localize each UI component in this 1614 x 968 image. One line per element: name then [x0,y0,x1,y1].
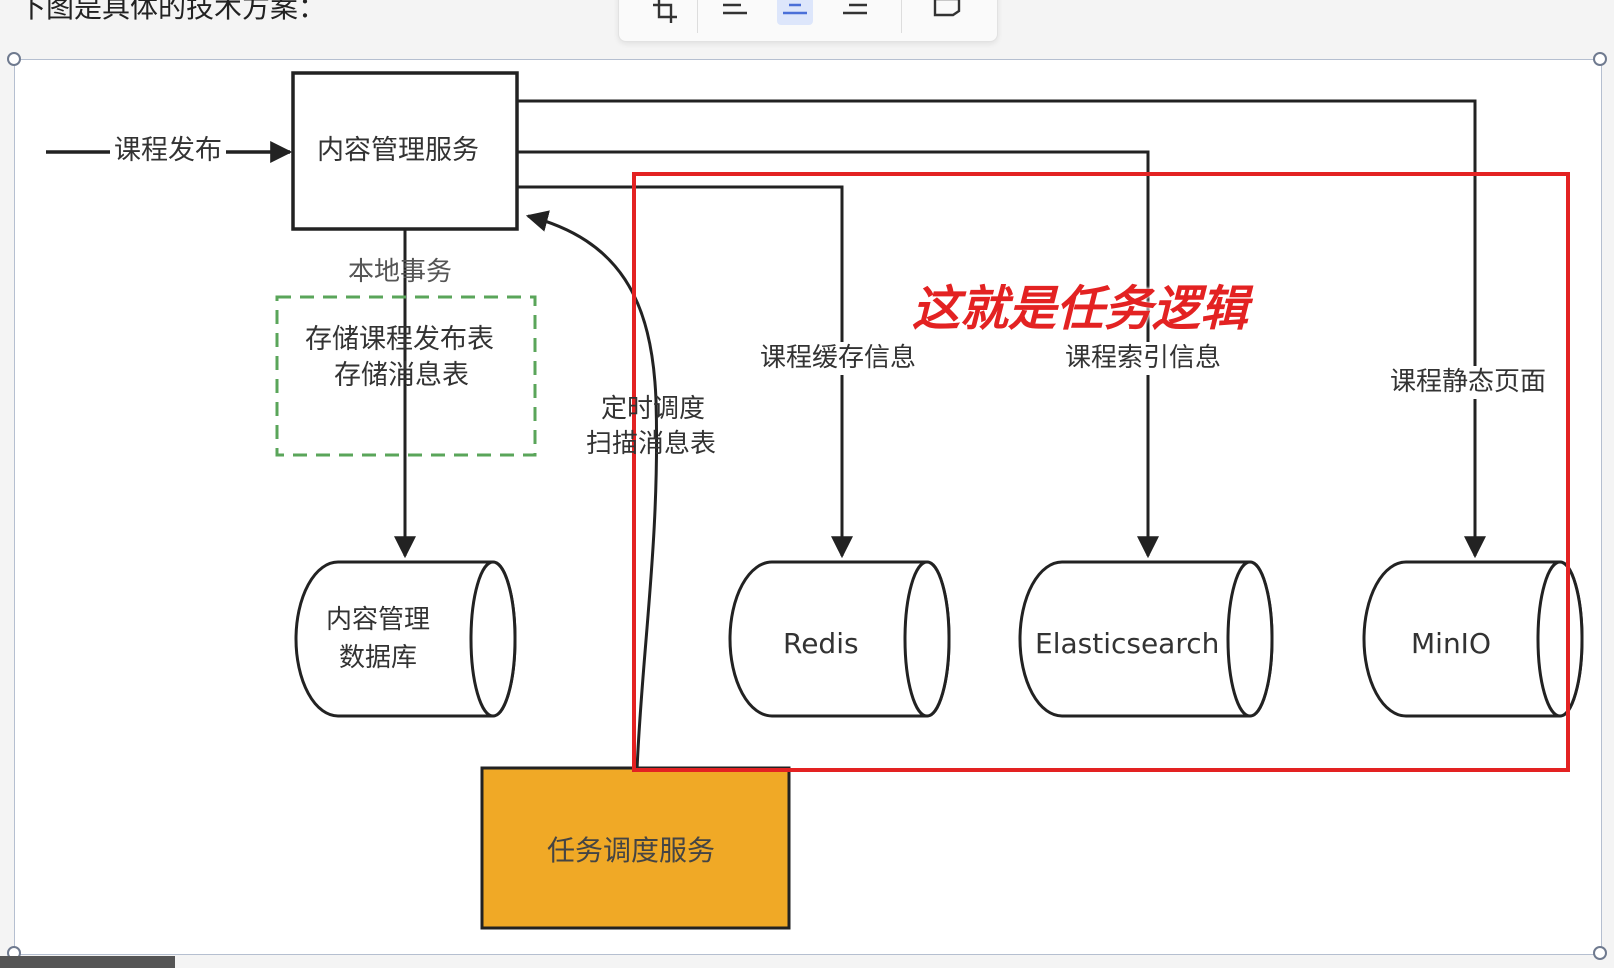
minio-cylinder [1362,560,1584,718]
edge-to-redis [517,185,853,559]
label-scheduled-scan-line2: 扫描消息表 [586,429,717,459]
edge-to-elasticsearch [517,150,1159,559]
edge-scheduled-scan [525,210,659,771]
highlight-box [632,172,1570,772]
align-right-icon[interactable] [837,0,873,25]
scrollbar[interactable] [0,956,175,968]
resize-handle-top-right[interactable] [1593,52,1607,66]
label-course-publish: 课程发布 [110,134,226,168]
elasticsearch-cylinder [1018,560,1274,718]
edge-to-minio [517,99,1486,559]
crop-icon[interactable] [647,0,683,25]
content-db-line1: 内容管理 [326,605,431,635]
content-db-line2: 数据库 [339,643,418,673]
resize-handle-bottom-right[interactable] [1593,946,1607,960]
task-scheduler-box [480,766,791,930]
transaction-box-line1: 存储课程发布表 [305,324,494,355]
transaction-box-line2: 存储消息表 [334,360,469,391]
minio-label: MinIO [1411,627,1491,660]
label-scheduled-scan-line1: 定时调度 [601,394,706,424]
align-center-icon[interactable] [777,0,813,25]
redis-cylinder [728,560,951,718]
annotation-text: 这就是任务逻辑 [912,281,1249,337]
formatting-toolbar [618,0,998,42]
content-service-label: 内容管理服务 [317,135,479,166]
elasticsearch-label: Elasticsearch [1035,627,1220,660]
label-course-index-info: 课程索引信息 [1061,342,1226,375]
intro-text: 下图是具体的技术方案： [18,0,327,24]
label-course-cache-info: 课程缓存信息 [756,342,921,375]
image-frame[interactable] [14,59,1602,955]
transaction-box [275,295,537,457]
label-course-static-page: 课程静态页面 [1386,366,1551,399]
task-scheduler-label: 任务调度服务 [547,834,716,867]
redis-label: Redis [783,627,859,660]
resize-handle-top-left[interactable] [7,52,21,66]
align-left-icon[interactable] [717,0,753,25]
label-local-transaction: 本地事务 [348,257,453,287]
comment-icon[interactable] [929,0,965,25]
content-db-cylinder [294,560,517,718]
